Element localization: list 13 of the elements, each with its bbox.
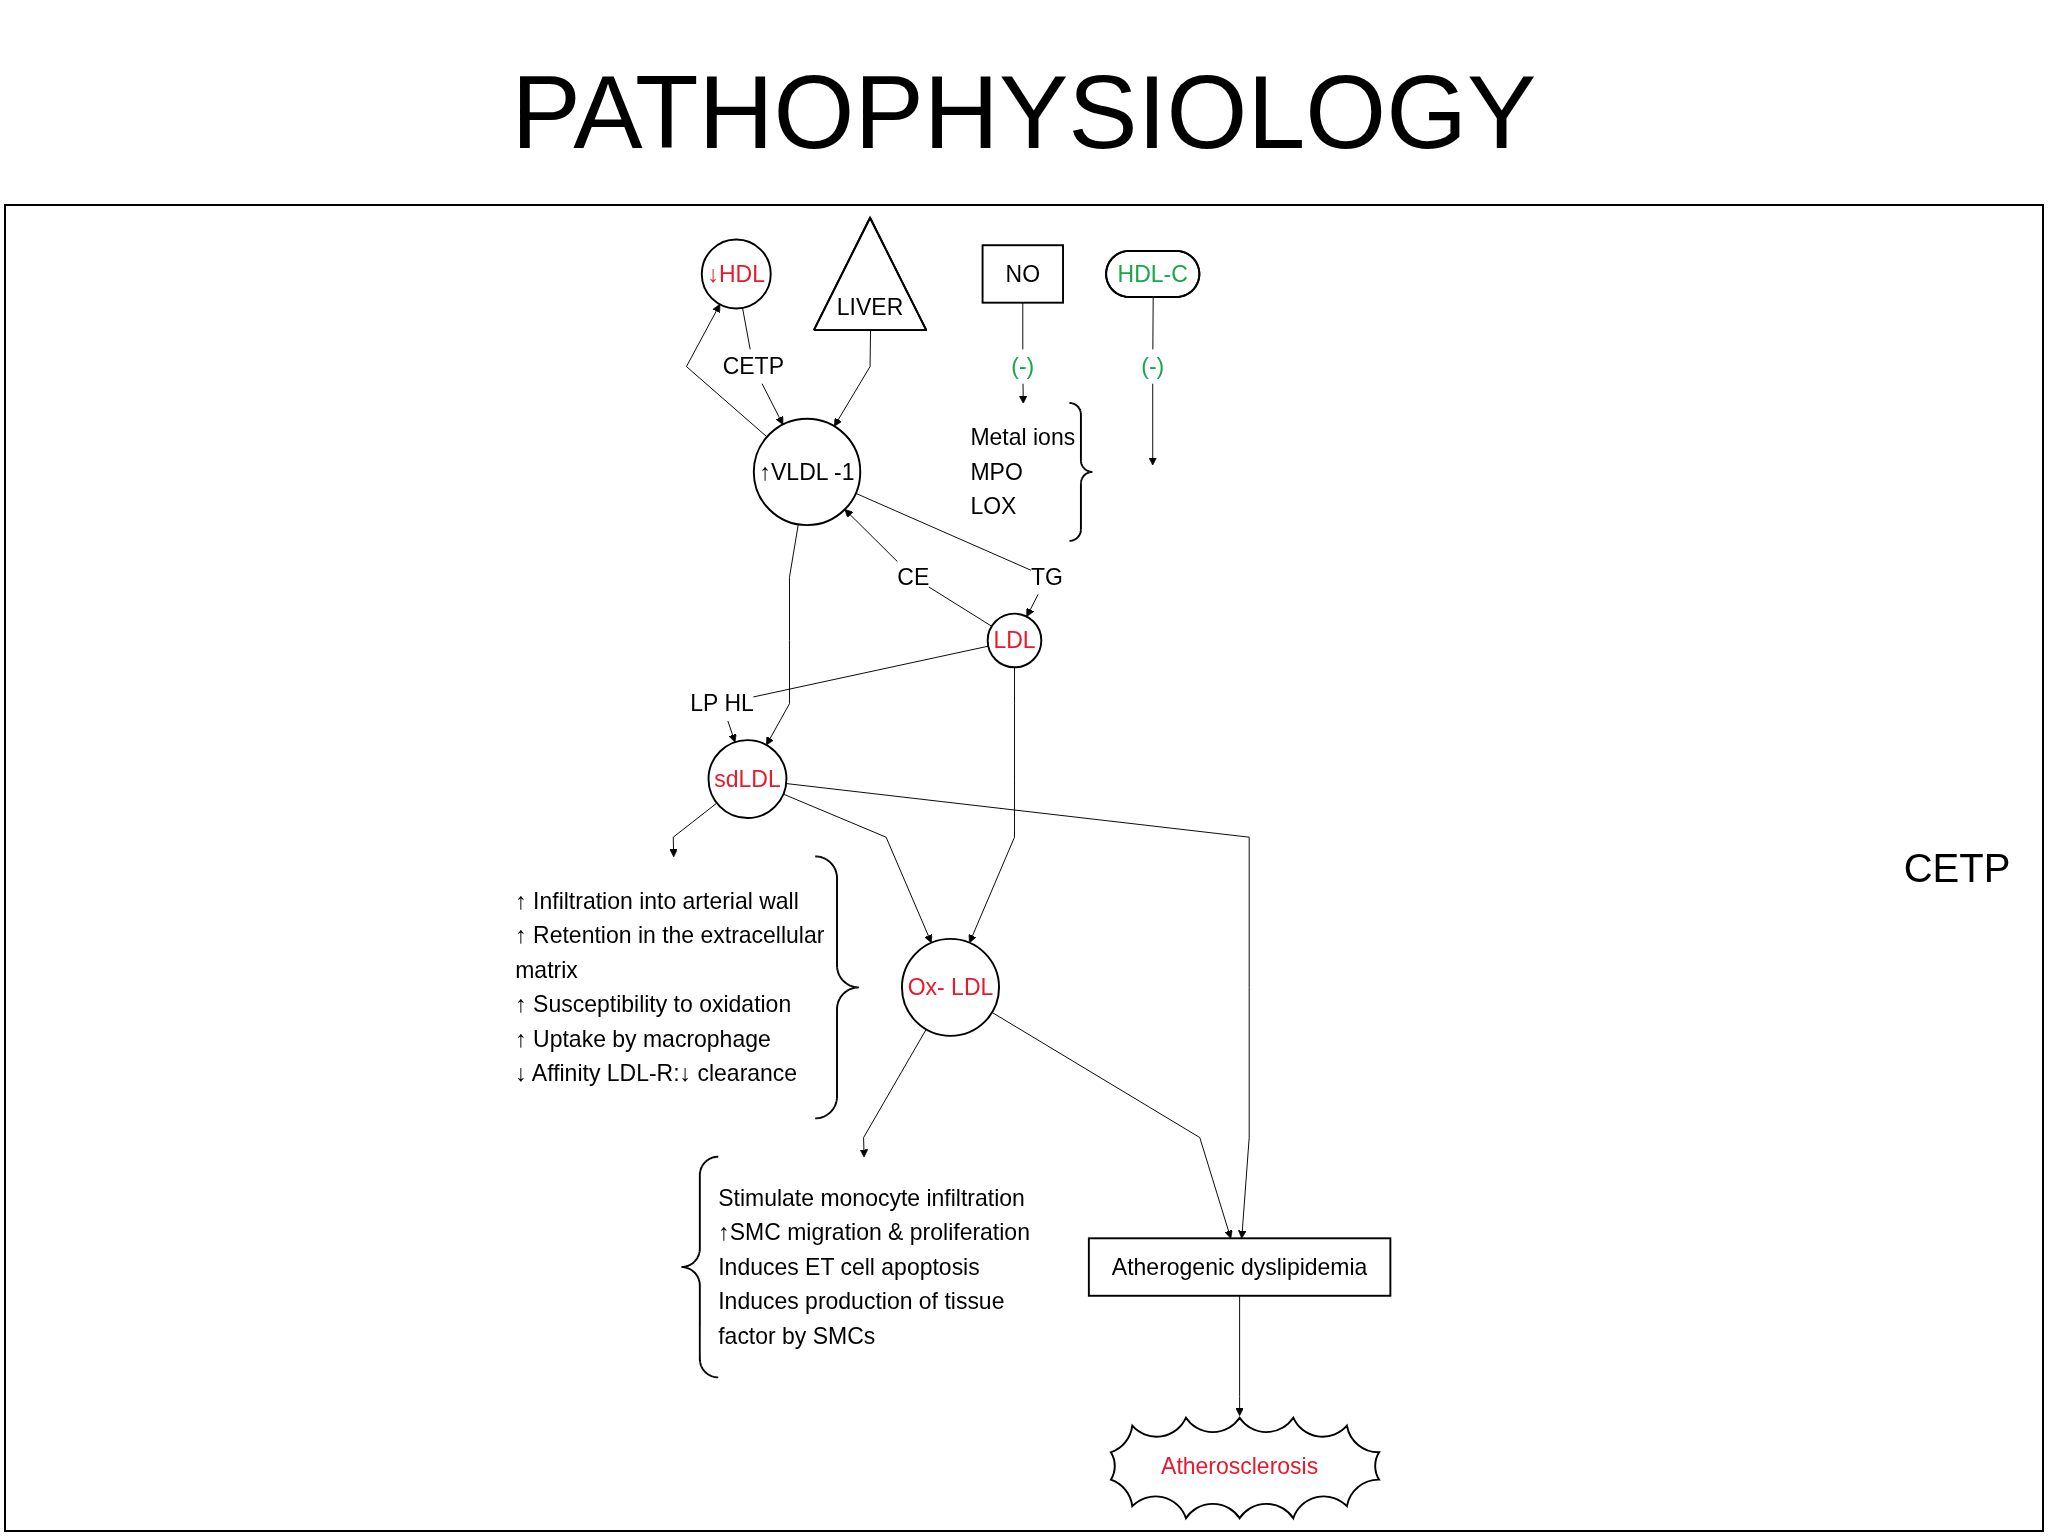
node-circle — [901, 937, 1000, 1037]
edge-label: (-) — [1141, 353, 1165, 380]
node-circle — [700, 238, 772, 310]
node-circle — [752, 417, 862, 527]
edge-label: (-) — [1011, 353, 1035, 380]
edge-label: CETP — [722, 353, 784, 380]
edge-label: TG — [1030, 563, 1063, 590]
node-text: Stimulate monocyte infiltration ↑SMC migration & proliferation Induces ET cell apoptosis Induces production of tissue factor by SMCs — [718, 1184, 1030, 1349]
edge-label: CE — [897, 563, 930, 590]
node-circle — [707, 739, 788, 819]
title: PATHOPHYSIOLOGY — [511, 60, 1537, 164]
node-box — [981, 244, 1064, 304]
text-label: CETP — [1903, 845, 2011, 891]
